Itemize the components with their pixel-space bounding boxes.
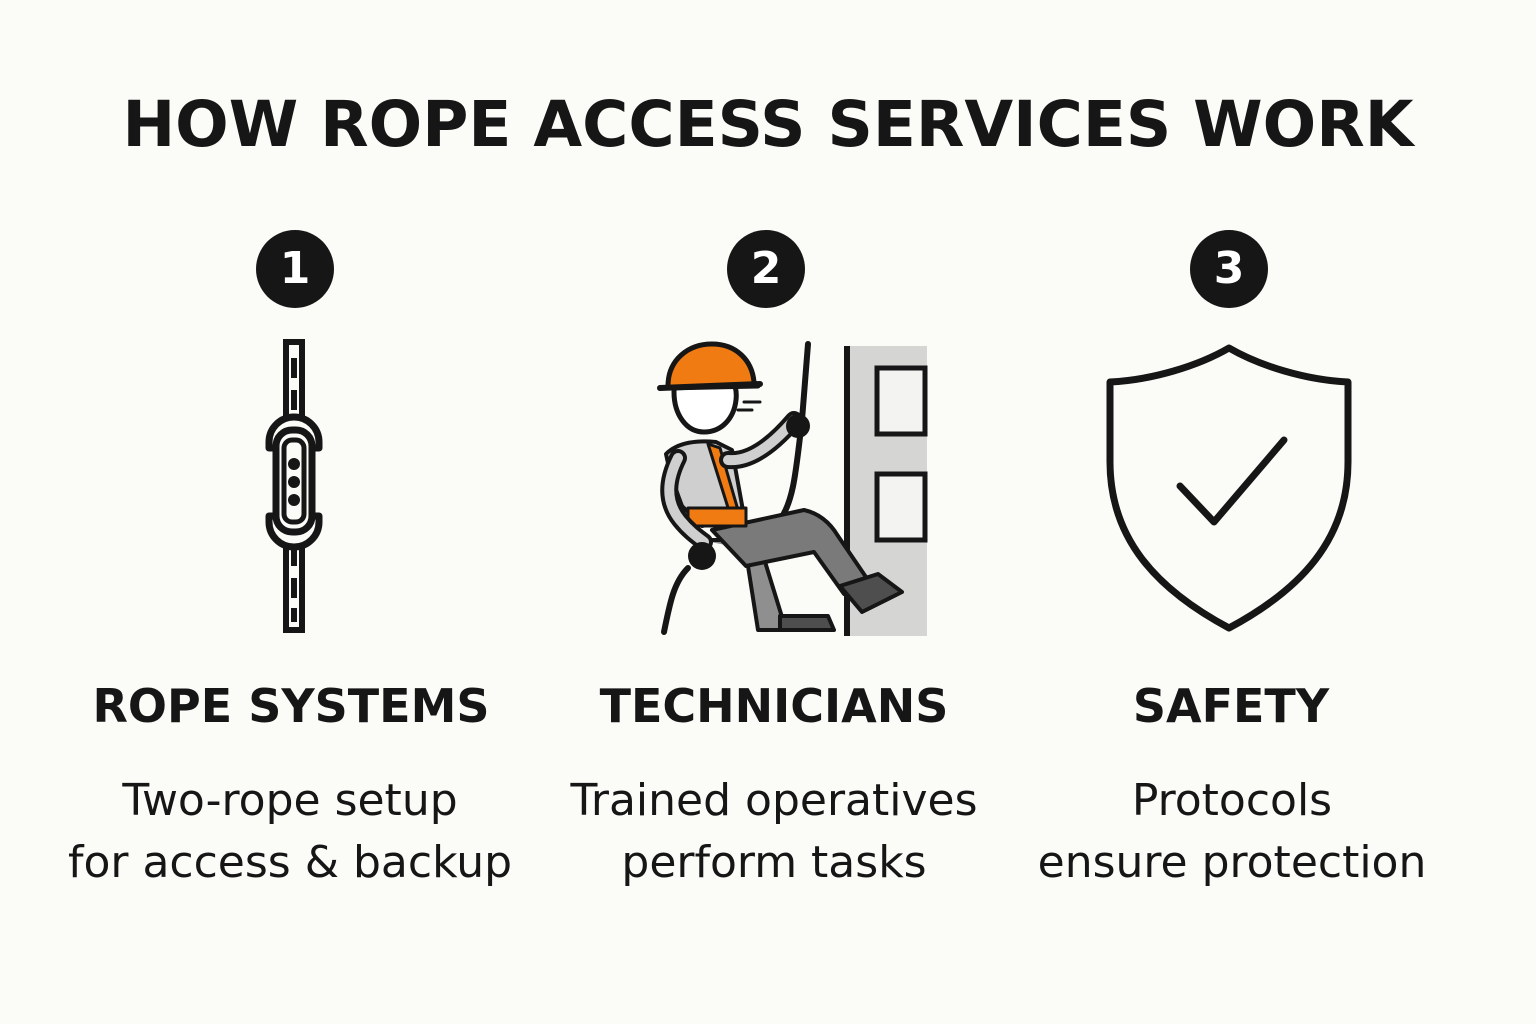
step-description: Two-rope setup for access & backup [50, 770, 530, 894]
step-description: Trained operatives perform tasks [534, 770, 1014, 894]
step-number-badge: 3 [1190, 230, 1268, 308]
step-description-line: Protocols [1131, 775, 1333, 826]
step-heading: SAFETY [1132, 679, 1330, 733]
step-heading: TECHNICIANS [599, 679, 949, 733]
step-description-line: Trained operatives [570, 775, 978, 826]
rope-system-icon [55, 330, 535, 750]
step-description-line: perform tasks [621, 837, 927, 888]
step-technicians: 2 [532, 230, 1012, 930]
step-description-line: for access & backup [67, 837, 513, 888]
shield-check-icon [988, 330, 1468, 750]
step-description-line: Two-rope setup [122, 775, 458, 826]
step-rope-systems: 1 ROPE SYSTEMS Two-rope setup for access… [55, 230, 535, 930]
rope-technician-icon [532, 330, 1012, 750]
step-number-badge: 1 [256, 230, 334, 308]
step-safety: 3 SAFETY Protocols ensure protection [988, 230, 1468, 930]
page-title: HOW ROPE ACCESS SERVICES WORK [122, 88, 1414, 161]
step-description-line: ensure protection [1037, 837, 1427, 888]
step-heading: ROPE SYSTEMS [92, 679, 490, 733]
step-description: Protocols ensure protection [992, 770, 1472, 894]
step-number-badge: 2 [727, 230, 805, 308]
